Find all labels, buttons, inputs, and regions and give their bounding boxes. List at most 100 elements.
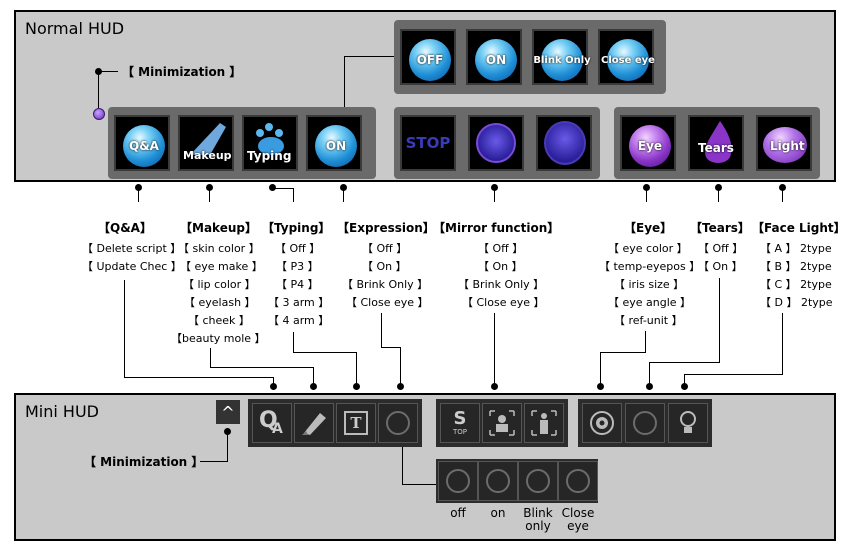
mini-minimize-button[interactable]: ^ <box>216 400 240 424</box>
makeup-item: 【 cheek 】 <box>188 314 250 327</box>
connector <box>344 56 394 57</box>
mini-tears-button[interactable] <box>625 403 665 443</box>
connector <box>645 331 646 353</box>
eye-button-label: Eye <box>637 139 663 153</box>
expression-close-eye-label: Close eye <box>601 54 655 66</box>
expression-item: 【 Close eye 】 <box>346 296 429 309</box>
connector <box>273 377 274 385</box>
qa-item: 【 Delete script 】 <box>82 242 182 255</box>
eye-button[interactable]: Eye <box>620 115 676 171</box>
connector <box>124 280 125 378</box>
connector <box>210 367 314 368</box>
connector <box>200 461 228 462</box>
mini-hud-panel: Mini HUD ^ 【 Minimization 】 Q A T S TOP <box>14 393 836 541</box>
connector <box>381 313 382 348</box>
mini-expression-button[interactable] <box>378 403 418 443</box>
makeup-button[interactable]: Makeup <box>178 115 234 171</box>
face-blink-label: Blink only <box>523 506 553 533</box>
chevron-up-icon: ^ <box>221 402 235 422</box>
mirror-item: 【 Close eye 】 <box>462 296 545 309</box>
connector <box>209 188 210 202</box>
mini-stop-button[interactable]: S TOP <box>440 403 480 443</box>
face-on-icon <box>486 469 510 493</box>
connector <box>649 362 720 363</box>
qa-title: 【Q&A】 <box>98 221 152 235</box>
face-icon <box>476 123 516 163</box>
mirror-item: 【 On 】 <box>478 260 523 273</box>
connector <box>649 362 650 385</box>
qa-button-label: Q&A <box>129 139 159 153</box>
mini-face-blink-button[interactable] <box>518 461 558 501</box>
connector <box>684 374 783 375</box>
qa-icon: Q A <box>259 408 283 437</box>
tears-item: 【 Off 】 <box>698 242 744 255</box>
mini-light-button[interactable] <box>668 403 708 443</box>
expression-off-label: OFF <box>416 53 444 67</box>
connector <box>400 347 401 385</box>
expression-button-label: ON <box>325 139 347 153</box>
mini-makeup-button[interactable] <box>294 403 334 443</box>
connector-dot <box>397 383 404 390</box>
mini-mirror-upper-button[interactable] <box>482 403 522 443</box>
connector-dot <box>643 184 650 191</box>
mirror-stop-button[interactable]: STOP <box>400 115 456 171</box>
expression-title: 【Expression】 <box>337 221 435 235</box>
eye-item: 【 eye angle 】 <box>608 296 692 309</box>
mirror-item: 【 Brink Only 】 <box>458 278 545 291</box>
tears-item: 【 On 】 <box>698 260 743 273</box>
mini-main-group: Q A T <box>248 399 422 447</box>
mini-typing-button[interactable]: T <box>336 403 376 443</box>
facelight-item: 【 A 】 2type <box>760 242 832 255</box>
light-icon <box>763 127 807 163</box>
mirror-full-icon <box>531 410 557 436</box>
eye-item: 【 iris size 】 <box>614 278 685 291</box>
mini-face-off-button[interactable] <box>438 461 478 501</box>
expression-off-button[interactable]: OFF <box>400 29 456 85</box>
makeup-item: 【 skin color 】 <box>178 242 260 255</box>
stop-icon-caption: TOP <box>452 428 467 436</box>
connector <box>98 71 99 109</box>
expression-button[interactable]: ON <box>306 115 362 171</box>
stop-icon: S <box>453 408 467 429</box>
connector <box>272 188 294 189</box>
expression-on-label: ON <box>485 53 507 67</box>
facelight-title: 【Face Light】 <box>752 221 846 235</box>
expression-blink-only-button[interactable]: Blink Only <box>532 29 591 85</box>
connector-dot <box>270 383 277 390</box>
mini-minimization-label: 【 Minimization 】 <box>84 455 204 469</box>
mirror-body-button[interactable] <box>536 115 592 171</box>
expression-popup-group: OFF ON Blink Only Close eye <box>394 20 666 94</box>
mini-qa-button[interactable]: Q A <box>252 403 292 443</box>
tears-button[interactable]: Tears <box>688 115 744 171</box>
makeup-item: 【 lip color 】 <box>183 278 256 291</box>
qa-button[interactable]: Q&A <box>114 115 170 171</box>
minimize-button[interactable] <box>93 108 105 120</box>
tears-title: 【Tears】 <box>690 221 750 235</box>
expression-on-button[interactable]: ON <box>466 29 522 85</box>
facelight-item: 【 B 】 2type <box>760 260 832 273</box>
mirror-face-button[interactable] <box>468 115 524 171</box>
typing-item: 【 P4 】 <box>276 278 319 291</box>
expression-item: 【 Brink Only 】 <box>342 278 429 291</box>
typing-item: 【 P3 】 <box>276 260 319 273</box>
connector <box>313 367 314 385</box>
typing-item: 【 4 arm 】 <box>268 314 330 327</box>
expression-close-eye-button[interactable]: Close eye <box>598 29 655 85</box>
connector <box>381 347 401 348</box>
mini-face-close-button[interactable] <box>558 461 598 501</box>
connector-dot <box>135 184 142 191</box>
mini-mirror-full-button[interactable] <box>524 403 564 443</box>
mini-mirror-group: S TOP <box>436 399 568 447</box>
face-blink-icon <box>526 469 550 493</box>
connector <box>684 374 685 385</box>
connector <box>718 188 719 202</box>
connector-dot <box>310 383 317 390</box>
connector-dot <box>353 383 360 390</box>
mini-eye-button[interactable] <box>582 403 622 443</box>
connector-dot <box>715 184 722 191</box>
mini-face-on-button[interactable] <box>478 461 518 501</box>
light-button[interactable]: Light <box>756 115 812 171</box>
typing-button[interactable]: Typing <box>242 115 298 171</box>
connector-dot <box>491 184 498 191</box>
connector <box>600 352 601 385</box>
